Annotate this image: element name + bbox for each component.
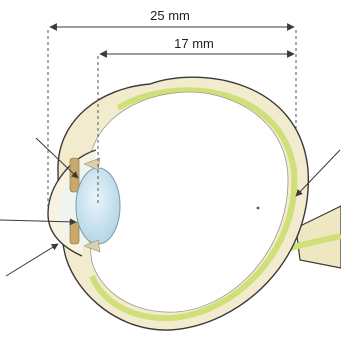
label-eye-length: 25 mm [150,8,190,23]
label-focal-length: 17 mm [174,36,214,51]
lens [76,168,120,244]
iris-lower [70,222,79,244]
pointer-cornea [6,244,58,276]
focus-point [257,207,260,210]
